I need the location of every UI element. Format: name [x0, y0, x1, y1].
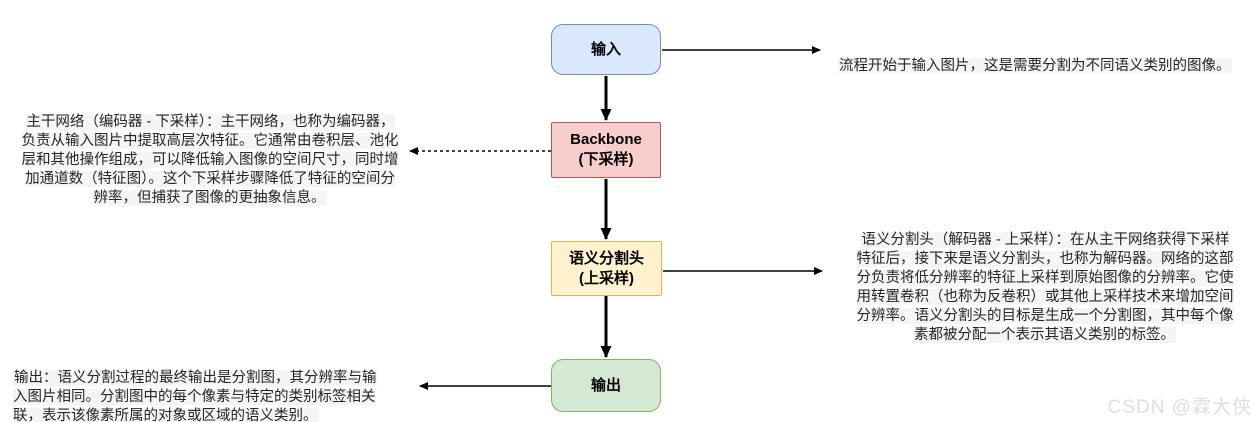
- annotation-output: 输出：语义分割过程的最终输出是分割图，其分辨率与输 入图片相同。分割图中的每个像…: [13, 350, 413, 422]
- annotation-backbone: 主干网络（编码器 - 下采样）：主干网络，也称为编码器， 负责从输入图片中提取高…: [12, 94, 408, 208]
- node-backbone-label: Backbone (下采样): [570, 131, 642, 168]
- csdn-watermark: CSDN @霖大侠: [1107, 397, 1252, 418]
- annotation-backbone-text: 主干网络（编码器 - 下采样）：主干网络，也称为编码器， 负责从输入图片中提取高…: [21, 114, 399, 206]
- node-output-label: 输出: [590, 376, 621, 394]
- annotation-input: 流程开始于输入图片，这是需要分割为不同语义类别的图像。: [838, 38, 1256, 76]
- node-output: 输出: [551, 359, 661, 412]
- node-backbone: Backbone (下采样): [551, 122, 661, 178]
- annotation-output-text: 输出：语义分割过程的最终输出是分割图，其分辨率与输 入图片相同。分割图中的每个像…: [13, 370, 377, 422]
- node-seg-head: 语义分割头 (上采样): [551, 241, 662, 296]
- node-input: 输入: [551, 24, 661, 75]
- node-input-label: 输入: [590, 40, 621, 58]
- annotation-input-text: 流程开始于输入图片，这是需要分割为不同语义类别的图像。: [838, 58, 1232, 74]
- node-seg-head-label: 语义分割头 (上采样): [568, 249, 644, 287]
- annotation-seg-head: 语义分割头（解码器 - 上采样）：在从主干网络获得下采样 特征后，接下来是语义分…: [839, 212, 1251, 345]
- annotation-seg-head-text: 语义分割头（解码器 - 上采样）：在从主干网络获得下采样 特征后，接下来是语义分…: [856, 232, 1234, 343]
